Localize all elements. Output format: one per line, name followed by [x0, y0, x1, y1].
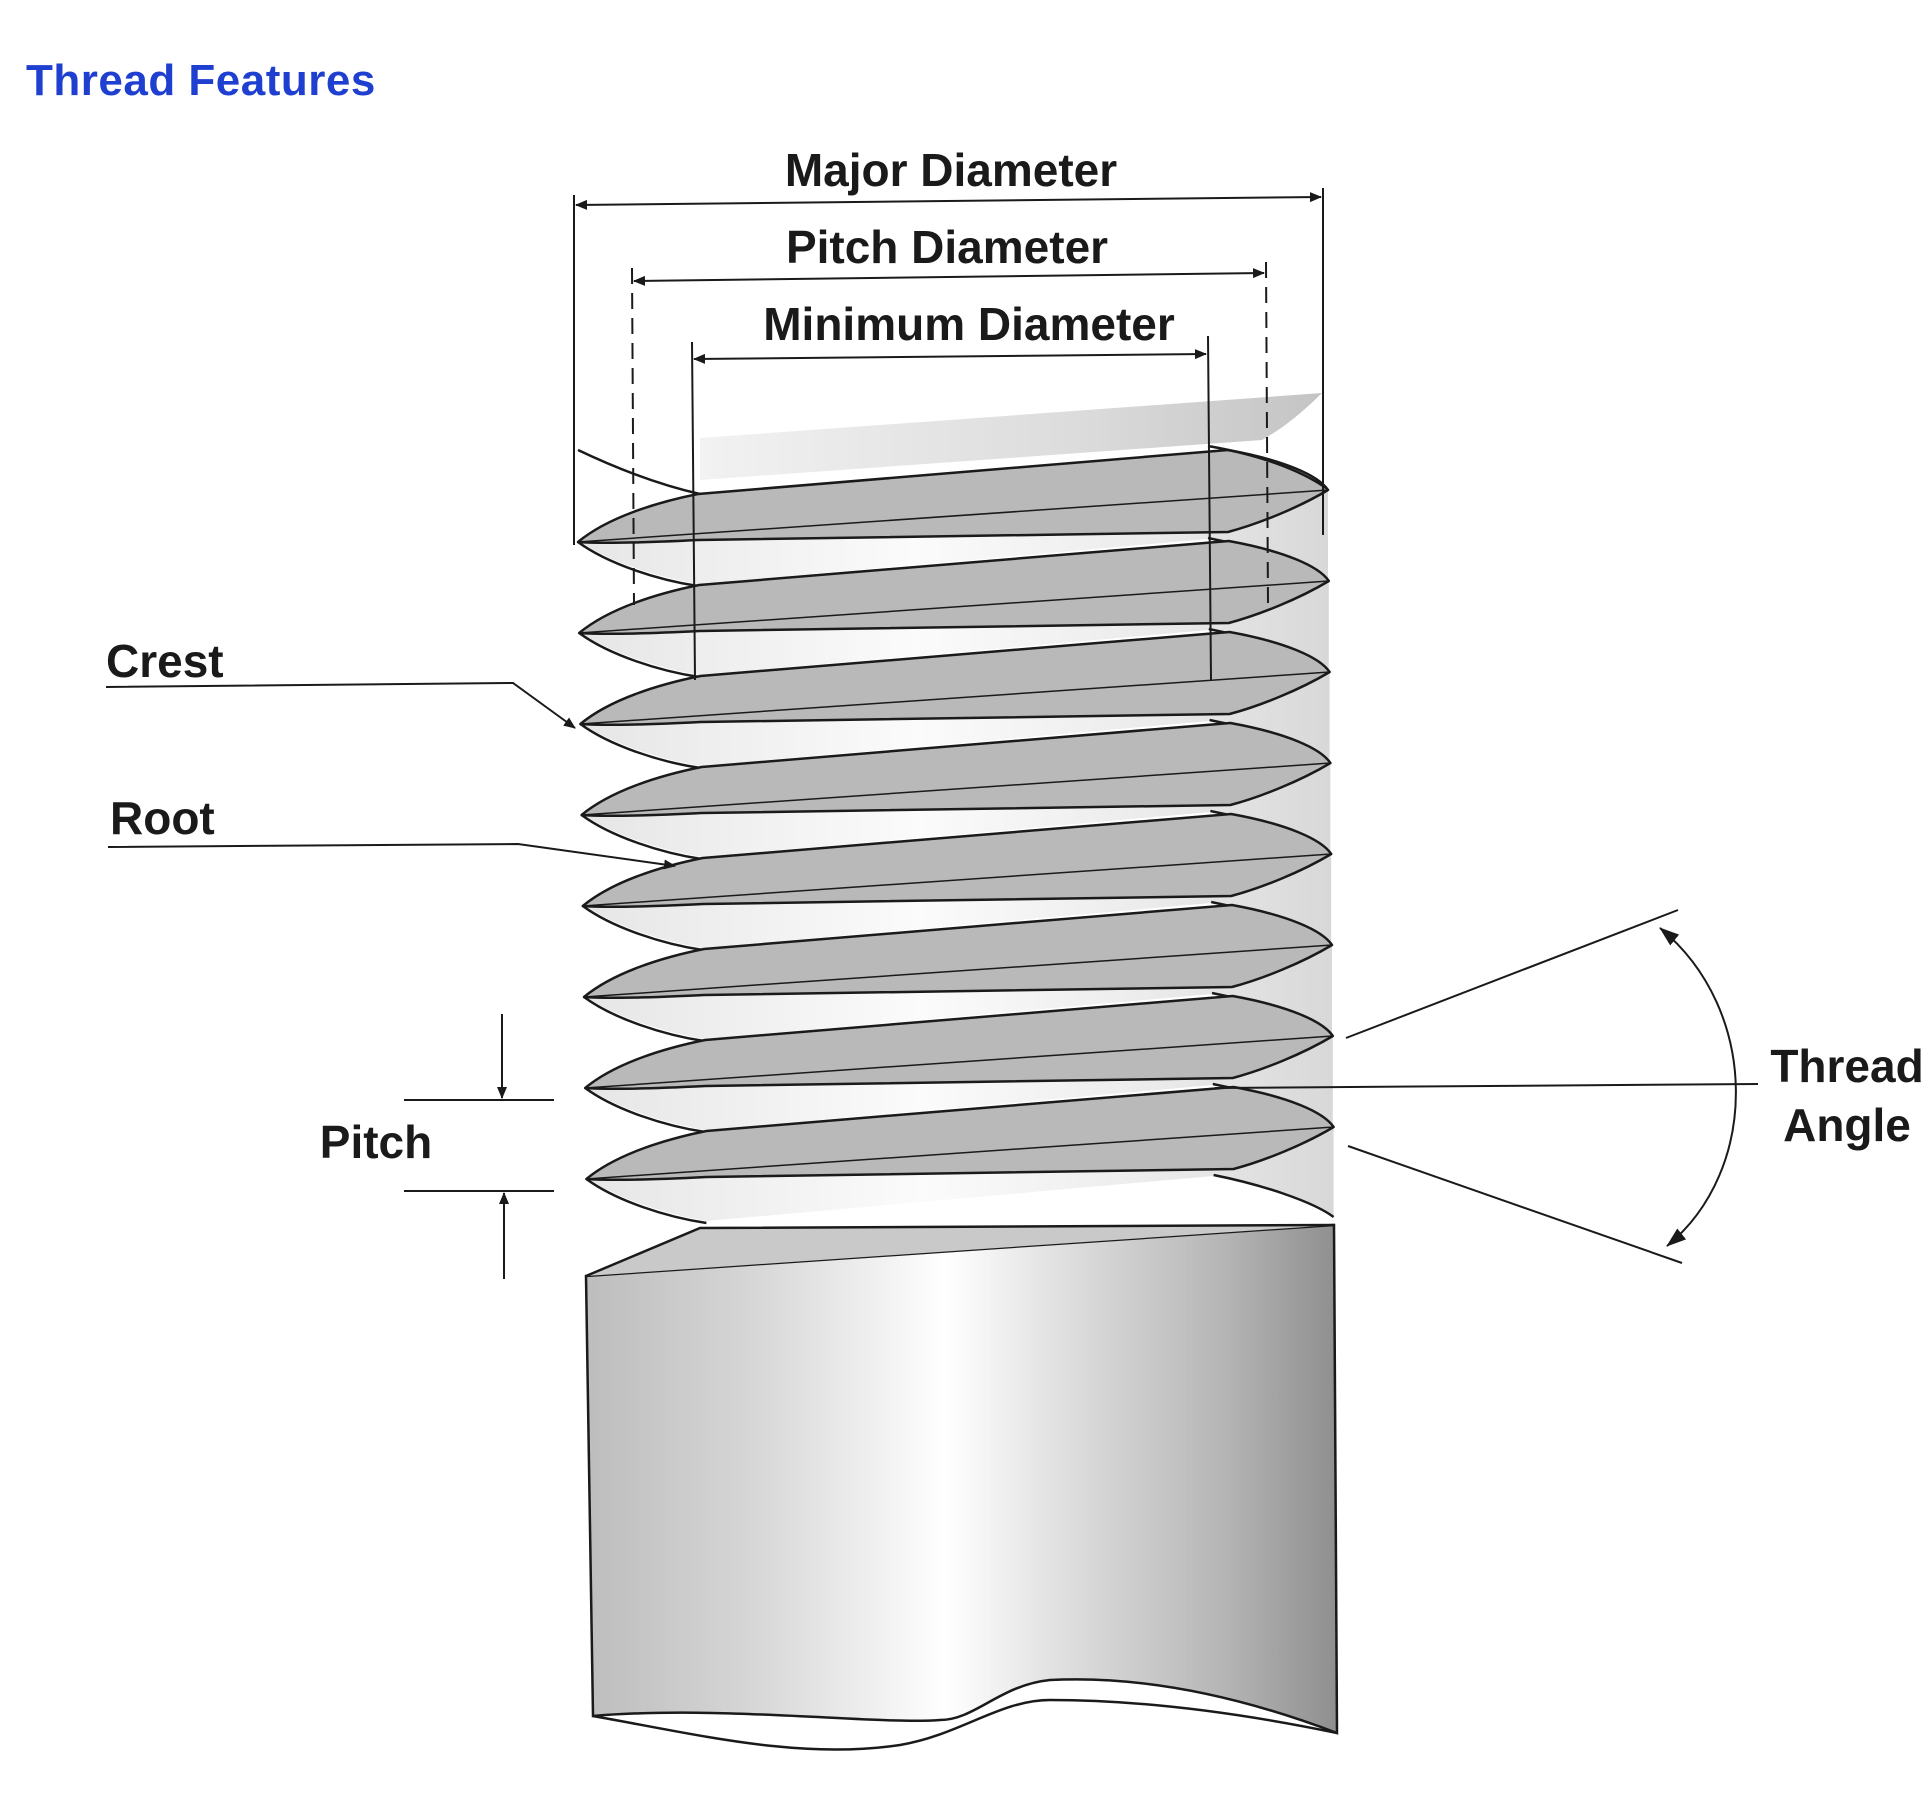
thread-root-curve-left	[580, 813, 702, 861]
crest-leader	[105, 681, 576, 729]
bolt-shank	[584, 1223, 1339, 1751]
thread-crest-line	[582, 853, 1332, 907]
thread-root-curve-left	[578, 631, 700, 679]
thread-crest-line	[583, 944, 1333, 998]
crest-label: Crest	[106, 635, 224, 687]
pitch-indicator	[404, 1014, 554, 1279]
thread-root-curve-left	[582, 904, 703, 952]
thread-crest-line	[586, 1126, 1334, 1180]
pitch-diameter-label: Pitch Diameter	[786, 221, 1108, 273]
thread-top-curve	[577, 448, 701, 496]
thread-crest-line	[581, 762, 1331, 816]
page-title: Thread Features	[26, 56, 376, 105]
thread-crest-line	[585, 1035, 1333, 1089]
thread-root-curve-left	[583, 995, 705, 1043]
pitch-label: Pitch	[320, 1116, 432, 1168]
thread-root-curve-right	[1213, 1173, 1335, 1219]
thread-root-curve-left	[584, 1086, 706, 1134]
thread-crest-line	[579, 580, 1329, 634]
threaded-section	[576, 444, 1335, 1225]
thread-angle-label-line1: Thread	[1770, 1040, 1923, 1092]
thread-root-curve-left	[579, 722, 701, 770]
dimension-lines	[573, 188, 1324, 681]
thread-angle-label-line2: Angle	[1783, 1099, 1911, 1151]
thread-angle-indicator	[1214, 909, 1759, 1264]
thread-crest-line	[577, 489, 1329, 543]
major-diameter-label: Major Diameter	[785, 144, 1117, 196]
root-leader	[107, 842, 676, 870]
minimum-diameter-label: Minimum Diameter	[763, 298, 1175, 350]
thread-top-chamfer	[700, 393, 1322, 480]
thread-flank	[576, 448, 1330, 545]
root-label: Root	[110, 792, 215, 844]
thread-root-curve-left	[585, 1177, 707, 1225]
thread-top-curve-right	[1207, 444, 1327, 490]
thread-crest-line	[580, 671, 1330, 725]
